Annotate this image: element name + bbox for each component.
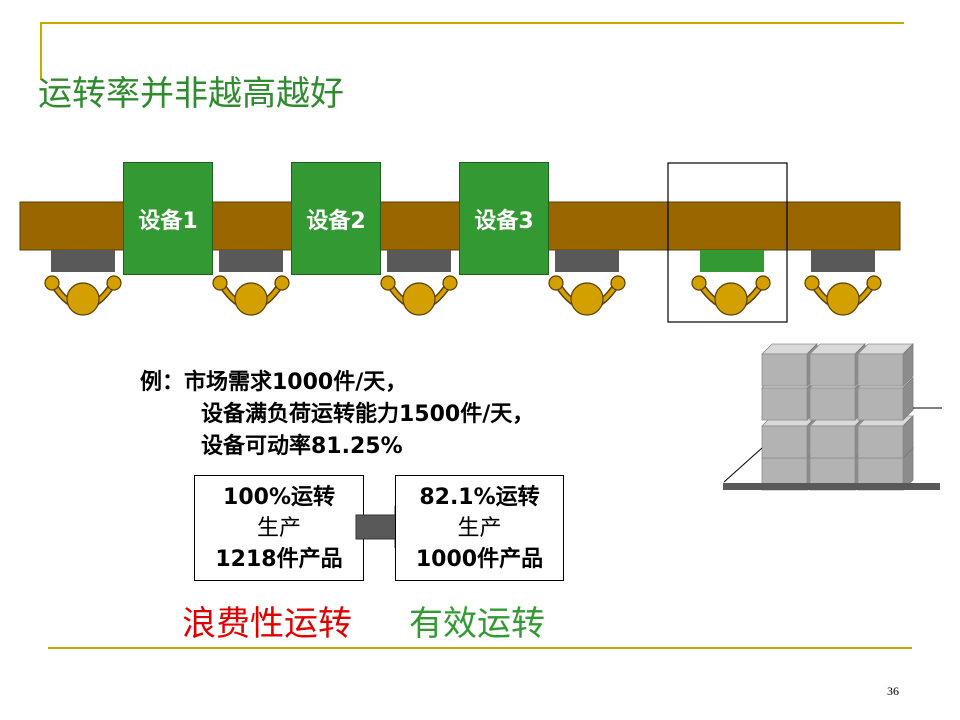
full-operation-rate: 100%运转	[223, 484, 335, 510]
pallet-base	[723, 483, 940, 490]
example-line-2: 设备满负荷运转能力1500件/天，	[201, 402, 535, 427]
cube-row-3	[761, 415, 914, 459]
wasteful-operation-label: 浪费性运转	[182, 604, 352, 644]
effective-operation-produce: 生产	[457, 515, 502, 541]
stack-guide-line	[723, 447, 763, 483]
slide-title: 运转率并非越高越好	[38, 74, 344, 114]
page-number: 36	[887, 684, 899, 698]
station-4	[555, 250, 619, 272]
worker-1	[44, 275, 122, 316]
top-rule	[40, 22, 904, 24]
left-rule	[40, 22, 42, 80]
idle-highlight-box	[667, 162, 788, 323]
machine-2: 设备2	[291, 162, 381, 275]
full-operation-produce: 生产	[256, 515, 301, 541]
machine-1: 设备1	[123, 162, 213, 275]
worker-5	[691, 275, 771, 316]
station-6	[811, 250, 875, 272]
effective-operation-output: 1000件产品	[415, 546, 544, 572]
effective-operation-box: 82.1%运转 生产 1000件产品	[395, 475, 564, 581]
cube-row-1	[761, 343, 914, 387]
full-operation-box: 100%运转 生产 1218件产品	[194, 475, 364, 581]
effective-operation-label: 有效运转	[409, 604, 545, 644]
worker-2	[212, 275, 290, 316]
effective-operation-rate: 82.1%运转	[419, 484, 540, 510]
machine-3: 设备3	[459, 162, 549, 275]
station-2	[219, 250, 283, 272]
full-operation-output: 1218件产品	[215, 546, 343, 572]
worker-6	[804, 275, 882, 316]
example-line-1: 例：市场需求1000件/天，	[140, 370, 408, 395]
example-line-3: 设备可动率81.25%	[201, 434, 403, 459]
station-5-idle	[700, 250, 764, 272]
station-1	[51, 250, 115, 272]
worker-4	[548, 275, 626, 316]
station-3	[387, 250, 451, 272]
bottom-rule	[48, 647, 912, 649]
worker-3	[380, 275, 458, 316]
inventory-stack-illustration	[723, 343, 942, 491]
